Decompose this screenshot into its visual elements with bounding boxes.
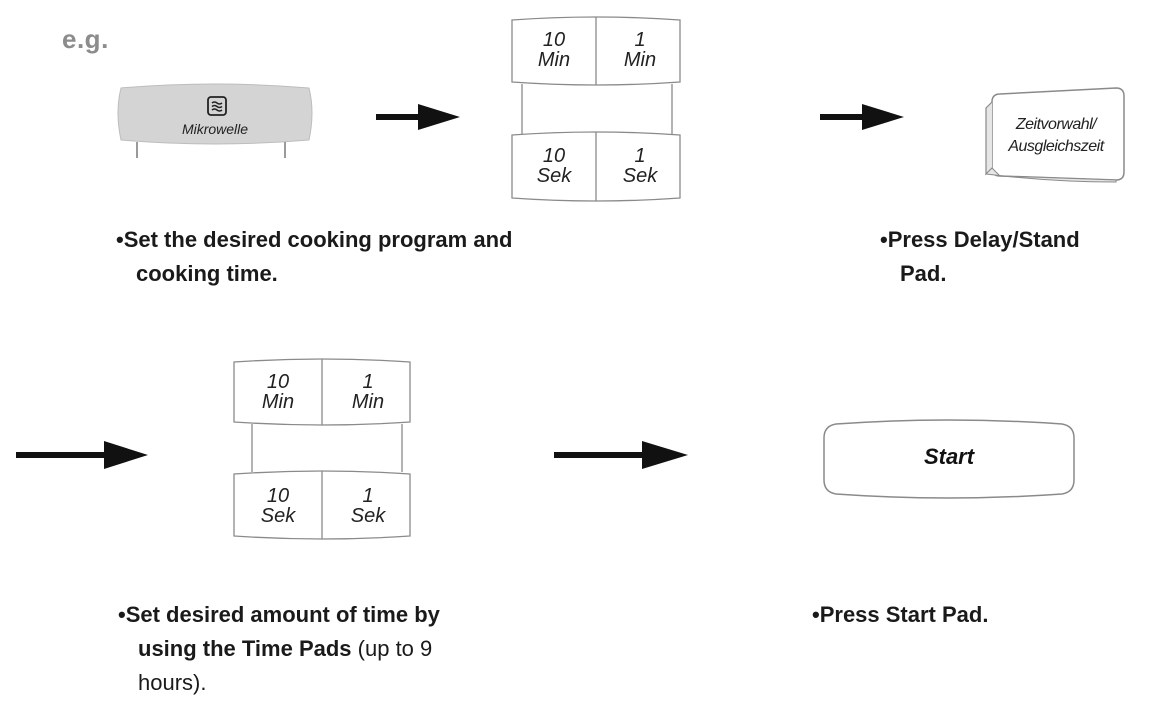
delay-stand-pad[interactable]: Zeitvorwahl/ Ausgleichszeit xyxy=(982,86,1130,186)
microwave-pad-label: Mikrowelle xyxy=(181,121,249,137)
microwave-pad[interactable]: Mikrowelle xyxy=(115,82,315,158)
start-pad[interactable]: Start xyxy=(820,418,1078,502)
arrow-icon xyxy=(16,441,148,469)
caption-step1: •Set the desired cooking program and coo… xyxy=(116,227,513,286)
caption-step3: •Set desired amount of time by using the… xyxy=(118,602,440,695)
caption-step2: •Press Delay/Stand Pad. xyxy=(880,227,1080,286)
start-pad-label: Start xyxy=(923,444,975,469)
microwave-waves-icon xyxy=(207,96,227,116)
arrow-icon xyxy=(554,441,688,469)
arrow-icon xyxy=(376,104,460,130)
arrow-icon xyxy=(820,104,904,130)
caption-step4: •Press Start Pad. xyxy=(812,602,989,627)
example-label: e.g. xyxy=(62,24,109,54)
delay-stand-pad-label: Zeitvorwahl/ Ausgleichszeit xyxy=(1008,116,1104,155)
